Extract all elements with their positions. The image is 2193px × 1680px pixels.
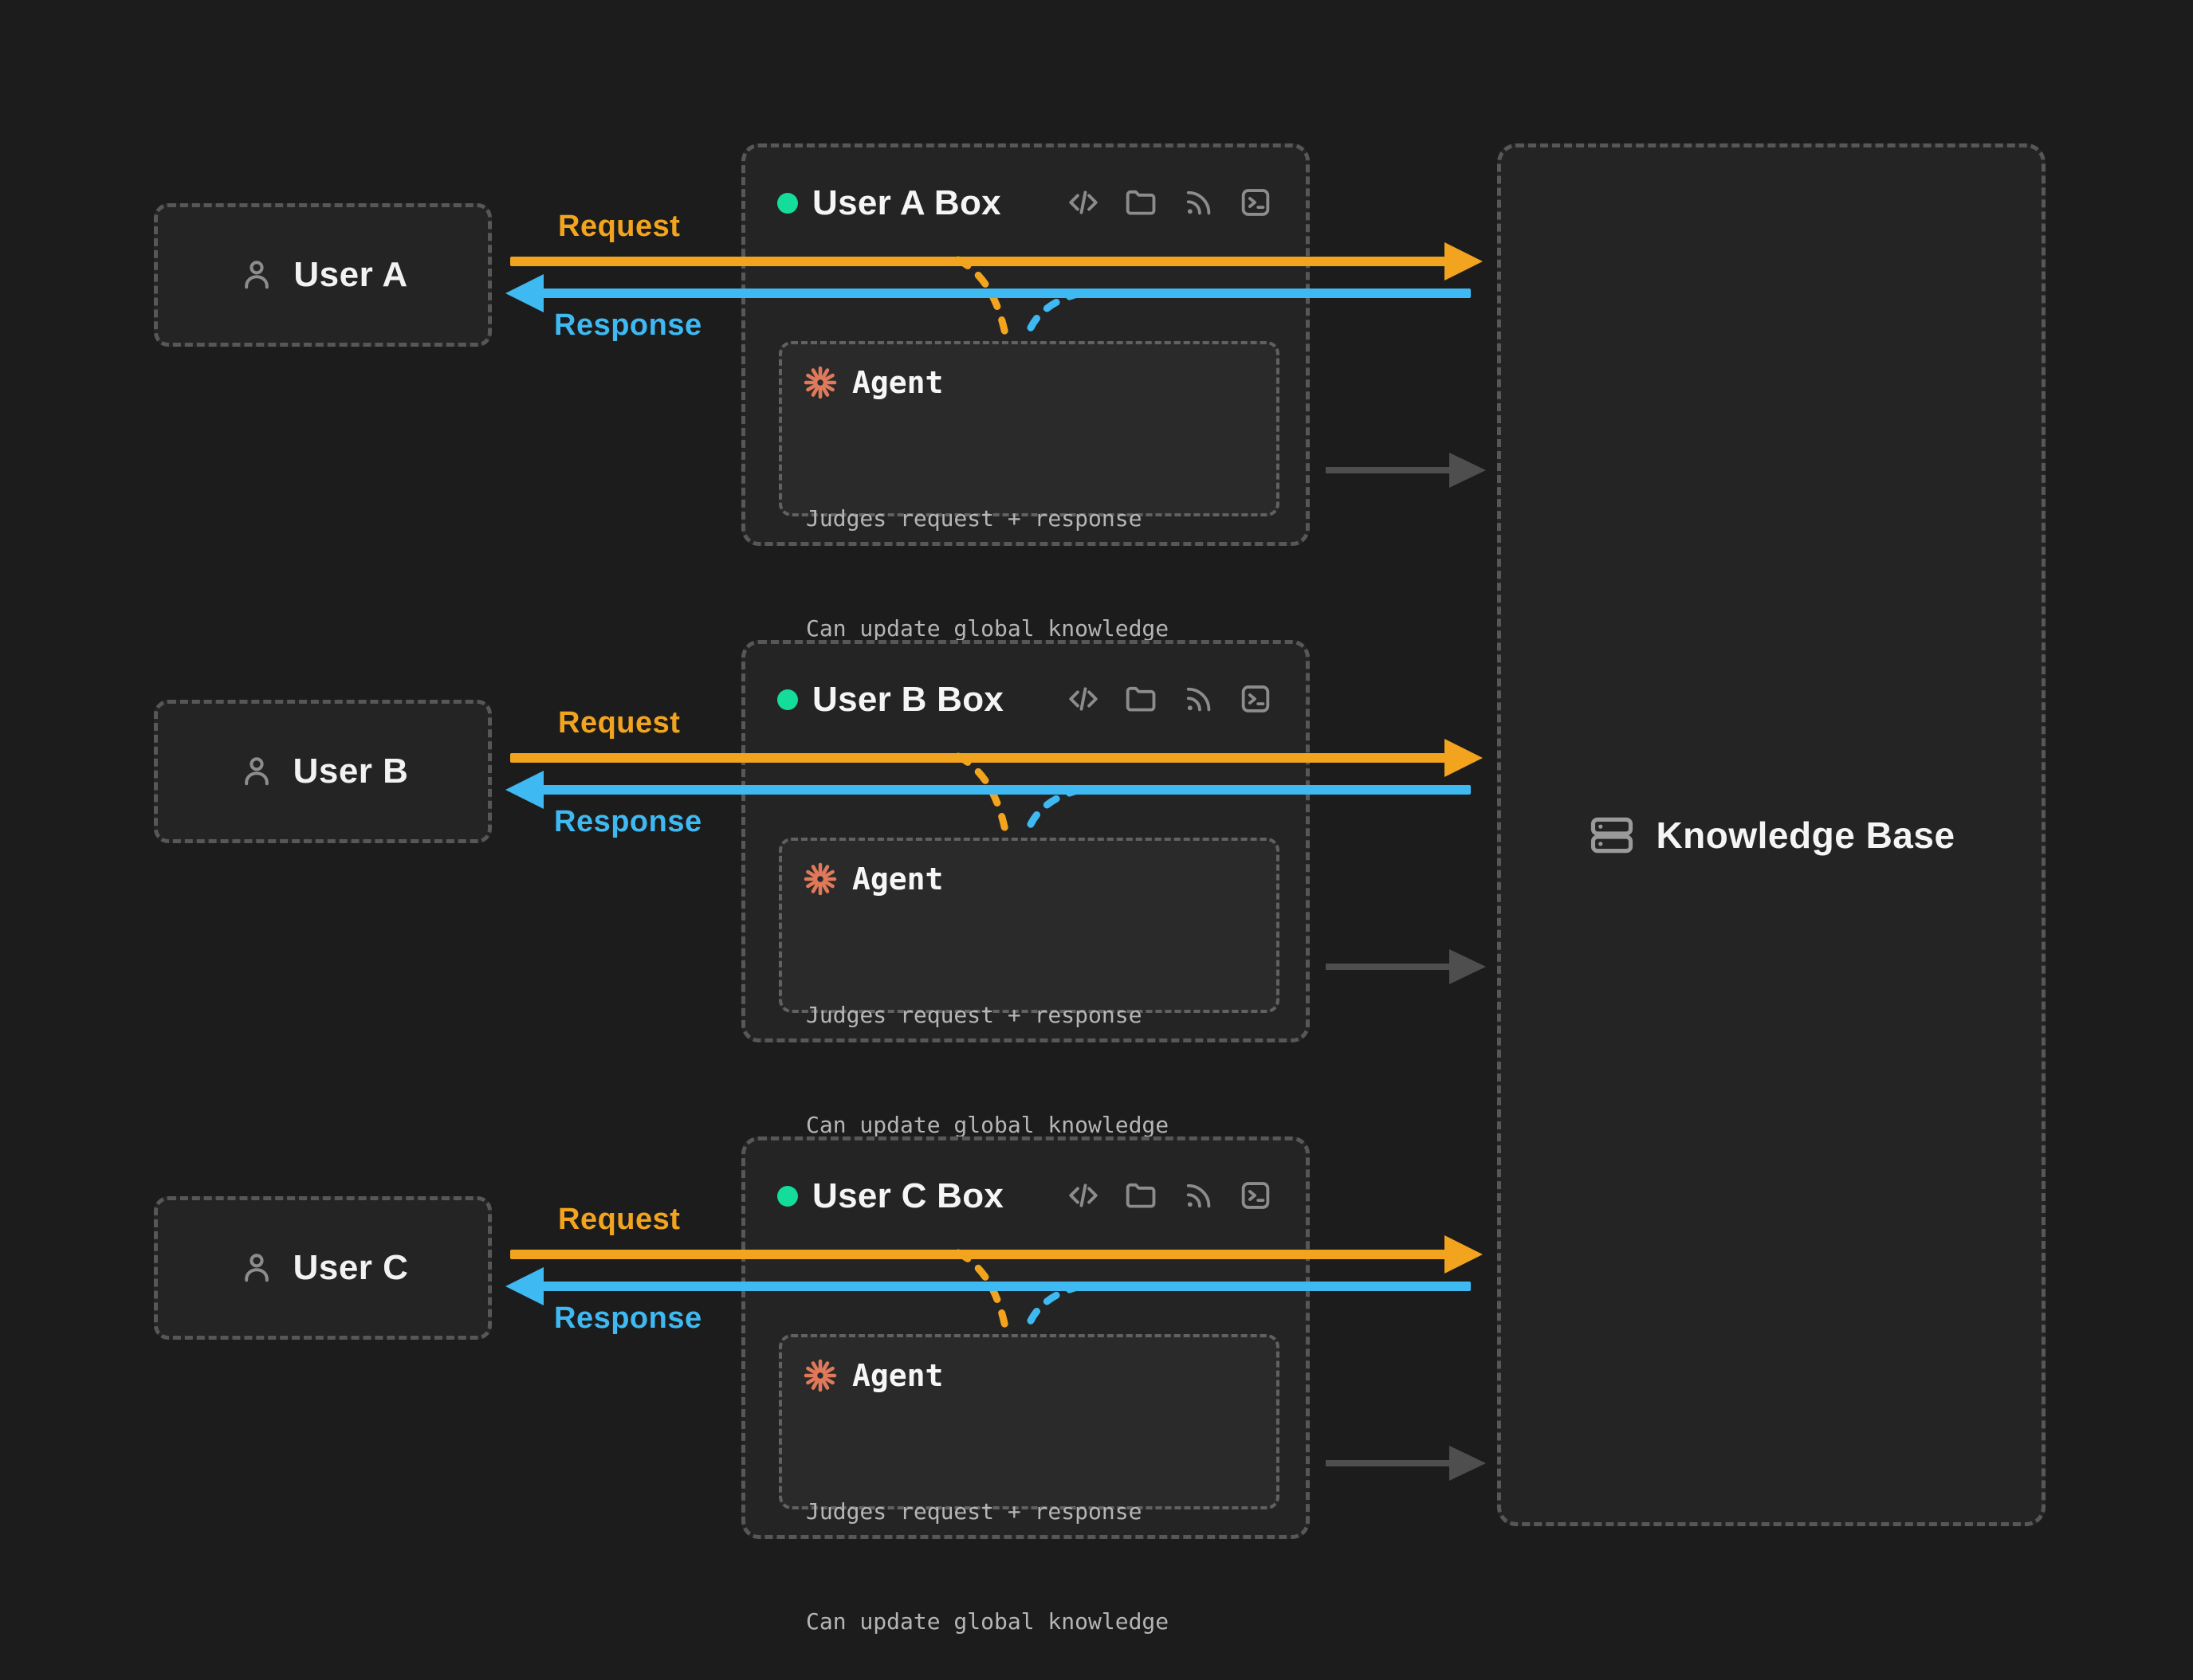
user-c-box-title: User C Box — [812, 1176, 1004, 1215]
rss-icon — [1180, 681, 1216, 717]
agent-title: Agent — [852, 365, 944, 400]
user-b-label: User B — [293, 752, 409, 791]
agent-to-kb-line — [1326, 467, 1452, 473]
response-arrowhead — [505, 1267, 544, 1305]
lane-user-a: User A Request Response User A Box Agent — [0, 0, 2193, 642]
agent-desc-line2: Can update global knowledge — [806, 1608, 1169, 1635]
response-arrow-line — [528, 289, 1471, 298]
box-toolbar-icons — [1065, 184, 1274, 221]
folder-icon — [1122, 1177, 1159, 1214]
person-icon — [238, 256, 276, 294]
request-label: Request — [558, 210, 681, 243]
agent-desc-line2: Can update global knowledge — [806, 1112, 1169, 1138]
response-arrow-line — [528, 1282, 1471, 1291]
code-icon — [1065, 184, 1102, 221]
user-a-node: User A — [154, 203, 492, 347]
agent-header: Agent — [803, 365, 943, 400]
knowledge-base-label: Knowledge Base — [1656, 814, 1955, 856]
terminal-icon — [1237, 1177, 1274, 1214]
response-label: Response — [554, 308, 702, 342]
response-label: Response — [554, 1301, 702, 1335]
starburst-icon — [803, 862, 838, 897]
status-dot — [777, 689, 798, 710]
request-arrowhead — [1444, 242, 1483, 281]
user-a-box-title: User A Box — [812, 183, 1001, 222]
agent-node: Agent Judges request + response Can upda… — [779, 838, 1279, 1138]
box-toolbar-icons — [1065, 1177, 1274, 1214]
request-label: Request — [558, 706, 681, 740]
agent-node: Agent Judges request + response Can upda… — [779, 1334, 1279, 1635]
agent-desc-line2: Can update global knowledge — [806, 615, 1169, 642]
user-b-box-title: User B Box — [812, 680, 1004, 719]
request-label: Request — [558, 1203, 681, 1236]
agent-title: Agent — [852, 862, 944, 897]
agent-to-kb-line — [1326, 964, 1452, 970]
code-icon — [1065, 681, 1102, 717]
knowledge-base-node: Knowledge Base — [1497, 143, 2046, 1526]
box-toolbar-icons — [1065, 681, 1274, 717]
request-arrow-line — [510, 257, 1447, 266]
response-label: Response — [554, 805, 702, 838]
rss-icon — [1180, 1177, 1216, 1214]
user-a-label: User A — [293, 255, 408, 294]
agent-description: Judges request + response Can update glo… — [806, 427, 1169, 720]
agent-title: Agent — [852, 1358, 944, 1393]
agent-desc-line1: Judges request + response — [806, 1498, 1142, 1525]
user-c-box-container: User C Box Agent Judges request + respon… — [741, 1136, 1310, 1635]
user-b-box-container: User B Box Agent Judges request + respon… — [741, 640, 1310, 1138]
code-icon — [1065, 1177, 1102, 1214]
user-a-box-container: User A Box Agent Judges request + respon… — [741, 143, 1310, 642]
agent-header: Agent — [803, 862, 943, 897]
agent-node: Agent Judges request + response Can upda… — [779, 341, 1279, 642]
request-arrow-line — [510, 1250, 1447, 1259]
response-arrow-line — [528, 785, 1471, 795]
user-c-node: User C — [154, 1196, 492, 1340]
person-icon — [238, 1249, 276, 1287]
rss-icon — [1180, 184, 1216, 221]
agent-description: Judges request + response Can update glo… — [806, 924, 1169, 1217]
lane-user-b: User B Request Response User B Box Agent — [0, 497, 2193, 1138]
response-arrowhead — [505, 771, 544, 809]
response-arrowhead — [505, 274, 544, 312]
agent-header: Agent — [803, 1358, 943, 1393]
agent-desc-line1: Judges request + response — [806, 505, 1142, 532]
folder-icon — [1122, 681, 1159, 717]
server-stack-icon — [1587, 811, 1637, 860]
agent-to-kb-arrowhead — [1449, 453, 1486, 488]
agent-to-kb-arrowhead — [1449, 949, 1486, 984]
status-dot — [777, 1186, 798, 1207]
user-b-node: User B — [154, 700, 492, 843]
terminal-icon — [1237, 681, 1274, 717]
lane-user-c: User C Request Response User C Box Agent — [0, 993, 2193, 1635]
agent-to-kb-line — [1326, 1460, 1452, 1466]
starburst-icon — [803, 1358, 838, 1393]
agent-description: Judges request + response Can update glo… — [806, 1420, 1169, 1680]
terminal-icon — [1237, 184, 1274, 221]
request-arrowhead — [1444, 739, 1483, 777]
knowledge-base-header: Knowledge Base — [1587, 811, 1955, 860]
request-arrow-line — [510, 753, 1447, 763]
request-arrowhead — [1444, 1235, 1483, 1274]
person-icon — [238, 752, 276, 791]
agent-desc-line1: Judges request + response — [806, 1002, 1142, 1028]
agent-to-kb-arrowhead — [1449, 1446, 1486, 1481]
starburst-icon — [803, 365, 838, 400]
user-c-label: User C — [293, 1248, 409, 1287]
status-dot — [777, 193, 798, 214]
folder-icon — [1122, 184, 1159, 221]
